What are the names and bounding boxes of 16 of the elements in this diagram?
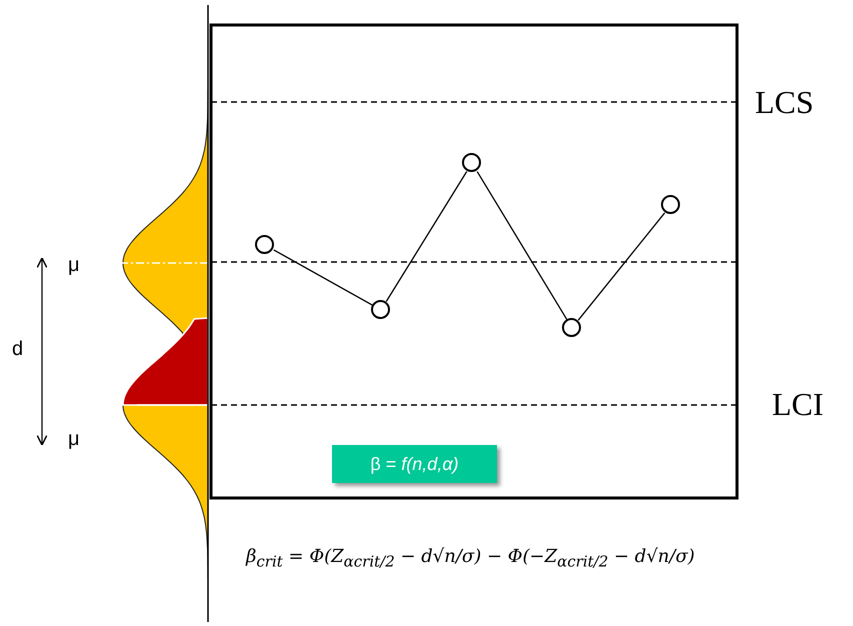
mean-label: μ xyxy=(68,428,80,451)
connecting-line xyxy=(386,171,468,302)
data-point-marker xyxy=(462,153,481,172)
data-point-marker xyxy=(371,300,390,319)
connecting-line xyxy=(273,249,373,306)
distance-label: d xyxy=(12,338,24,361)
mean-label: μ xyxy=(68,254,80,277)
connecting-line xyxy=(476,171,568,320)
limit-label: LCS xyxy=(755,84,814,121)
formula-box: β = f(n,d,α) xyxy=(332,445,497,483)
data-point-marker xyxy=(562,318,581,337)
formula-text: β$_{crit}$ = Φ(Z$_{αcrit/2}$ − d√n/σ) − Φ(−Z$_{αcrit/2}$ − d√n/σ) xyxy=(246,546,695,571)
data-point-marker xyxy=(661,195,680,214)
data-point-marker xyxy=(255,235,274,254)
limit-label: LCI xyxy=(772,386,824,423)
connecting-line xyxy=(578,212,666,321)
